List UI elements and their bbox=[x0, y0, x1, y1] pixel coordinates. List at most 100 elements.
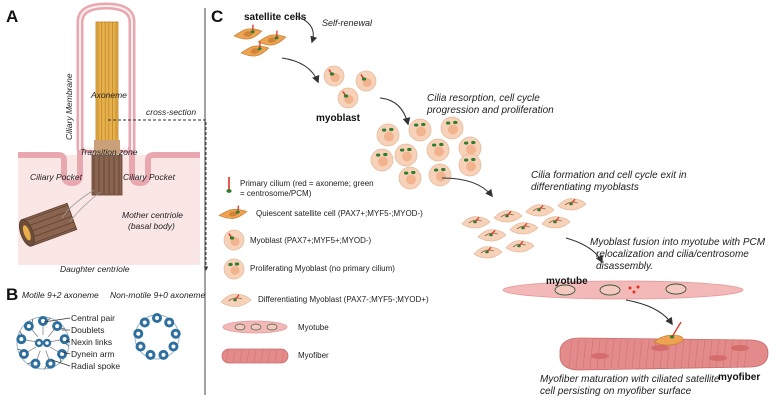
label-doublets: Doublets bbox=[71, 325, 105, 335]
relocalized-pcm bbox=[629, 287, 632, 290]
centrosome bbox=[383, 153, 387, 156]
caption-resorption-line2: progression and proliferation bbox=[426, 105, 554, 116]
label-ciliary-pocket-left: Ciliary Pocket bbox=[30, 172, 83, 182]
legend-myotube: Myotube bbox=[298, 323, 329, 332]
myofiber-nucleus bbox=[709, 355, 727, 361]
label-cross-section: cross-section bbox=[146, 107, 196, 117]
centrosome bbox=[517, 245, 521, 248]
centrosome bbox=[569, 203, 573, 206]
centrosome bbox=[404, 171, 408, 174]
centrosome bbox=[344, 94, 348, 97]
legend-quiescent: Quiescent satellite cell (PAX7+;MYF5-;MY… bbox=[256, 209, 423, 218]
caption-maturation-line2: cell persisting on myofiber surface bbox=[540, 386, 692, 397]
label-mother-centriole: Mother centriole bbox=[122, 210, 183, 220]
label-radial-spoke: Radial spoke bbox=[71, 361, 120, 371]
panel-a-letter: A bbox=[6, 7, 18, 26]
arrow-to-myofiber bbox=[626, 300, 672, 324]
label-central-pair: Central pair bbox=[71, 313, 115, 323]
label-transition-zone: Transition zone bbox=[80, 147, 138, 157]
label-dynein-arm: Dynein arm bbox=[71, 349, 114, 359]
label-ciliary-pocket-right: Ciliary Pocket bbox=[123, 172, 176, 182]
quiescent-satellite-cell bbox=[233, 24, 263, 41]
label-axoneme: Axoneme bbox=[90, 90, 127, 100]
caption-fusion-line1: Myoblast fusion into myotube with PCM bbox=[590, 237, 766, 248]
caption-maturation-line1: Myofiber maturation with ciliated satell… bbox=[540, 374, 720, 385]
myotube-nucleus bbox=[600, 285, 620, 295]
label-myofiber: myofiber bbox=[718, 372, 760, 383]
caption-formation-line2: differentiating myoblasts bbox=[531, 182, 639, 193]
centrosome bbox=[407, 148, 411, 151]
centrosome bbox=[421, 123, 425, 126]
nonmotile-axoneme-diagram bbox=[133, 313, 180, 360]
panel-c-letter: C bbox=[211, 7, 223, 26]
nucleus bbox=[466, 162, 476, 172]
centrosome bbox=[362, 77, 366, 80]
centrosome bbox=[446, 121, 450, 124]
centrosome bbox=[489, 234, 493, 237]
centrosome bbox=[473, 221, 477, 224]
centrosome bbox=[382, 128, 386, 131]
centrosome bbox=[330, 72, 334, 75]
motile-axoneme-diagram bbox=[16, 316, 69, 369]
centrosome bbox=[464, 141, 468, 144]
nonmotile-axoneme-title: Non-motile 9+0 axoneme bbox=[110, 290, 205, 300]
nucleus bbox=[402, 152, 412, 162]
arrow-to-proliferation bbox=[380, 98, 408, 124]
centrosome bbox=[670, 336, 674, 339]
motile-axoneme-title: Motile 9+2 axoneme bbox=[22, 290, 99, 300]
panel-b-letter: B bbox=[6, 285, 18, 304]
legend-proliferating: Proliferating Myoblast (no primary ciliu… bbox=[250, 264, 395, 273]
mother-centriole bbox=[92, 155, 122, 195]
legend-centrosome-icon bbox=[226, 189, 231, 193]
centrosome bbox=[464, 158, 468, 161]
centrosome bbox=[235, 262, 239, 265]
legend-myotube-nucleus bbox=[251, 324, 261, 330]
centrosome bbox=[453, 121, 457, 124]
centrosome bbox=[230, 236, 234, 239]
centrosome bbox=[485, 251, 489, 254]
myofiber-nucleus bbox=[731, 345, 749, 351]
caption-fusion-line2: relocalization and cilia/centrosome bbox=[596, 249, 749, 260]
arrow-to-myoblast bbox=[282, 58, 318, 82]
label-myotube: myotube bbox=[546, 276, 588, 287]
label-daughter-centriole: Daughter centriole bbox=[60, 264, 130, 274]
centrosome bbox=[400, 148, 404, 151]
caption-resorption-line1: Cilia resorption, cell cycle bbox=[427, 93, 540, 104]
centrosome bbox=[439, 143, 443, 146]
nucleus bbox=[466, 145, 476, 155]
myotube-nucleus bbox=[666, 284, 686, 294]
centrosome bbox=[441, 168, 445, 171]
centrosome bbox=[389, 128, 393, 131]
nucleus bbox=[448, 125, 458, 135]
myotube-body bbox=[503, 281, 743, 299]
caption-formation-line1: Cilia formation and cell cycle exit in bbox=[531, 170, 687, 181]
legend-myotube-nucleus bbox=[267, 324, 277, 330]
legend-primary-cilium-line1: Primary cilium (red = axoneme; green bbox=[240, 179, 374, 188]
quiescent-satellite-cell bbox=[257, 30, 287, 47]
primary-cilium bbox=[672, 322, 681, 337]
centrosome bbox=[521, 227, 525, 230]
nucleus bbox=[231, 266, 240, 275]
centrosome bbox=[471, 141, 475, 144]
centrosome bbox=[228, 263, 232, 266]
myofiber-nucleus bbox=[651, 345, 669, 351]
centrosome bbox=[471, 158, 475, 161]
centrosome bbox=[414, 123, 418, 126]
label-myoblast: myoblast bbox=[316, 113, 361, 124]
centrosome bbox=[233, 299, 237, 302]
label-self-renewal: Self-renewal bbox=[322, 18, 373, 28]
nucleus bbox=[436, 172, 446, 182]
centrosome bbox=[553, 221, 557, 224]
centrosome bbox=[434, 168, 438, 171]
label-ciliary-membrane: Ciliary Membrane bbox=[64, 73, 74, 140]
label-nexin-links: Nexin links bbox=[71, 337, 112, 347]
centrosome bbox=[505, 215, 509, 218]
caption-fusion-line3: disassembly. bbox=[596, 261, 653, 272]
legend-myofiber: Myofiber bbox=[298, 351, 329, 360]
legend-myotube-nucleus bbox=[235, 324, 245, 330]
nucleus bbox=[378, 157, 388, 167]
legend-differentiating: Differentiating Myoblast (PAX7-;MYF5-;MY… bbox=[258, 295, 429, 304]
nucleus bbox=[406, 175, 416, 185]
label-satellite-cells: satellite cells bbox=[244, 12, 307, 23]
